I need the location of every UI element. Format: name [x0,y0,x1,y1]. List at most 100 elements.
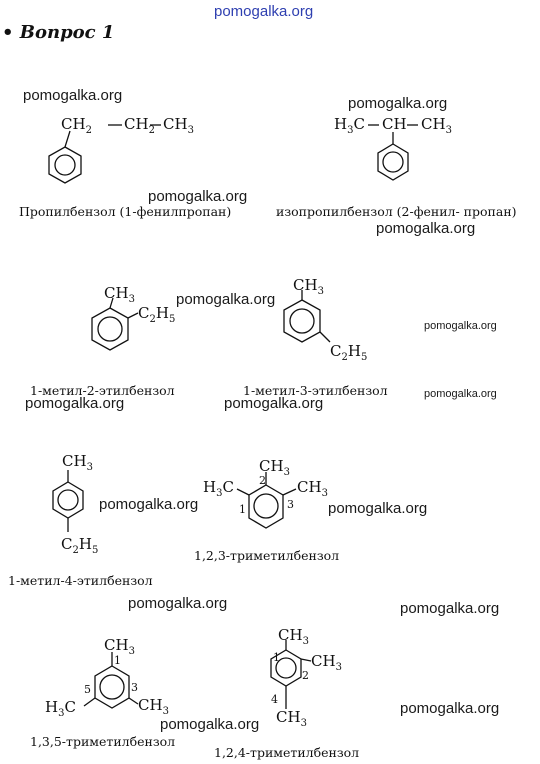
label-ch3: CH [293,276,318,294]
label-c: C [222,478,233,496]
label-subscript: 3 [163,706,169,717]
label-subscript: 3 [303,636,309,647]
compound-name-isopropylbenzene: изопропилбензол (2-фенил- пропан) [276,204,517,219]
label-subscript: 3 [58,708,64,719]
label-subscript: 2 [72,545,78,556]
svg-text:CH3: CH3 [297,478,328,499]
watermark: pomogalka.org [400,700,500,717]
1-methyl-4-ethylbenzene-structure: CH3 C2H5 [52,452,98,556]
aromatic-circle [275,657,297,679]
compound-name-1-methyl-4-ethylbenzene: 1-метил-4-этилбензол [8,573,153,588]
aromatic-circle [97,316,123,342]
watermark: pomogalka.org [99,496,199,513]
label-subscript: 2 [341,352,347,363]
locant-2: 2 [259,474,266,487]
svg-text:C2H5: C2H5 [138,304,175,325]
1-methyl-3-ethylbenzene-structure: CH3 C2H5 [283,276,367,363]
label-subscript: 3 [347,125,353,136]
aromatic-circle [382,151,404,173]
label-subscript: 3 [129,294,135,305]
label-ch2: CH [61,115,86,133]
label-h: H [45,698,58,716]
label-ch3: CH [138,696,163,714]
label-subscript: 2 [149,314,155,325]
label-h: H [334,115,347,133]
propylbenzene-structure: CH2 CH2 CH3 [48,115,194,184]
watermark: pomogalka.org [23,87,123,104]
watermark: pomogalka.org [424,320,497,332]
aromatic-circle [289,308,315,334]
question-heading: • Вопрос 1 [2,22,115,43]
svg-text:CH2: CH2 [61,115,92,136]
aromatic-circle [253,493,279,519]
watermark: pomogalka.org [224,395,324,412]
locant-5: 5 [84,683,91,696]
label-subscript: 3 [87,462,93,473]
svg-text:C2H5: C2H5 [61,535,98,556]
label-ch3: CH [297,478,322,496]
svg-text:CH3: CH3 [104,284,135,305]
benzene-ring [48,146,82,184]
svg-text:H3C: H3C [203,478,234,499]
watermark: pomogalka.org [400,600,500,617]
svg-text:CH3: CH3 [278,626,309,647]
124-trimethylbenzene-structure: CH3 CH3 CH3 1 2 4 [270,626,342,729]
label-h: H [79,535,92,553]
svg-text:CH3: CH3 [311,652,342,673]
label-subscript: 3 [322,488,328,499]
svg-text:C2H5: C2H5 [330,342,367,363]
svg-text:CH3: CH3 [138,696,169,717]
locant-2: 2 [302,669,309,682]
label-subscript: 3 [318,286,324,297]
label-subscript: 2 [149,125,155,136]
watermark: pomogalka.org [376,220,476,237]
label-h: H [156,304,169,322]
label-subscript: 3 [284,467,290,478]
label-ch: CH [382,115,407,133]
benzene-ring [377,143,409,181]
label-ch3: CH [311,652,336,670]
svg-text:CH3: CH3 [163,115,194,136]
watermark: pomogalka.org [176,291,276,308]
label-c: C [138,304,149,322]
svg-text:CH2: CH2 [124,115,155,136]
label-subscript: 3 [336,662,342,673]
site-watermark: pomogalka.org [214,3,314,20]
locant-1: 1 [273,651,280,664]
label-ch3: CH [163,115,188,133]
compound-name-1-methyl-2-ethylbenzene: 1-метил-2-этилбензол [30,383,175,398]
label-ch3: CH [276,708,301,726]
aromatic-circle [57,489,79,511]
benzene-ring [283,299,321,343]
label-subscript: 2 [86,125,92,136]
compound-name-124-trimethylbenzene: 1,2,4-триметилбензол [214,745,360,760]
label-ch3: CH [104,636,129,654]
label-c: C [353,115,364,133]
label-subscript: 5 [361,352,367,363]
label-subscript: 3 [446,125,452,136]
watermark: pomogalka.org [348,95,448,112]
svg-text:H3C: H3C [334,115,365,136]
label-ch3: CH [421,115,446,133]
compound-name-123-trimethylbenzene: 1,2,3-триметилбензол [194,548,340,563]
label-subscript: 3 [129,646,135,657]
135-trimethylbenzene-structure: CH3 H3C CH3 1 3 5 [45,636,169,719]
label-h: H [203,478,216,496]
watermark: pomogalka.org [128,595,228,612]
label-h: H [348,342,361,360]
watermark: pomogalka.org [148,188,248,205]
label-subscript: 5 [92,545,98,556]
svg-text:CH3: CH3 [259,457,290,478]
label-ch3: CH [278,626,303,644]
locant-1: 1 [239,503,246,516]
svg-text:CH3: CH3 [62,452,93,473]
watermark: pomogalka.org [424,388,497,400]
label-ch2: CH [124,115,149,133]
watermark: pomogalka.org [160,716,260,733]
1-methyl-2-ethylbenzene-structure: CH3 C2H5 [91,284,175,351]
benzene-ring [94,665,130,709]
watermark: pomogalka.org [25,395,125,412]
aromatic-circle [99,674,125,700]
123-trimethylbenzene-structure: CH3 H3C CH3 1 2 3 [203,457,328,529]
